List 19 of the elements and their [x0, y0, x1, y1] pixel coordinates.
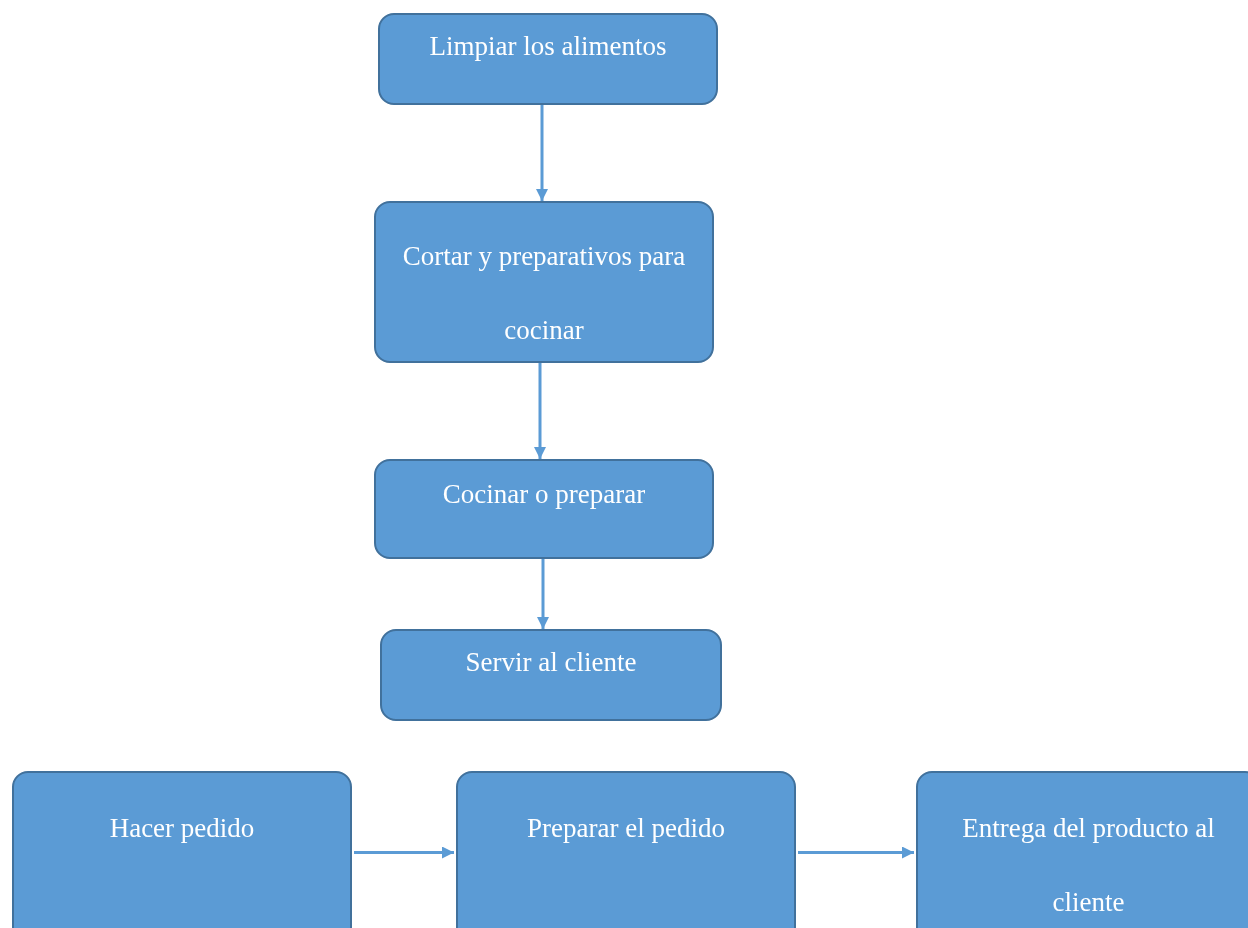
step-label: Entrega del producto al cliente	[961, 812, 1216, 919]
step-label: Hacer pedido	[108, 812, 256, 845]
process-box	[380, 629, 722, 721]
arrow	[798, 846, 914, 859]
process-box	[378, 13, 718, 105]
arrow	[536, 105, 548, 201]
process-box	[374, 459, 714, 559]
arrow	[354, 846, 454, 859]
process-box	[456, 771, 796, 928]
arrow	[537, 559, 549, 629]
step-label: Cortar y preparativos para cocinar	[401, 240, 687, 347]
step-label: Cocinar o preparar	[441, 478, 647, 511]
step-label: Preparar el pedido	[526, 812, 726, 845]
step-label: Limpiar los alimentos	[428, 30, 668, 63]
process-box	[916, 771, 1248, 928]
arrow	[534, 363, 546, 459]
process-box	[374, 201, 714, 363]
process-box	[12, 771, 352, 928]
step-label: Servir al cliente	[464, 646, 638, 679]
